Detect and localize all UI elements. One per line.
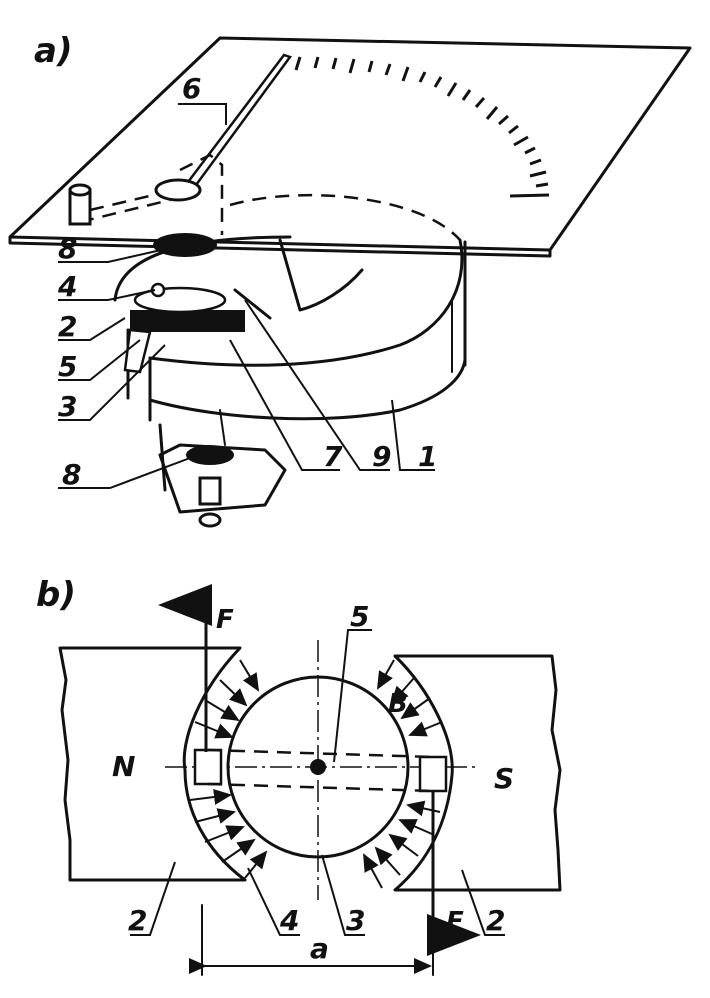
- force-label-bottom: F: [446, 907, 464, 937]
- magnetic-circuit: [58, 640, 562, 900]
- callout-b-2-right: 2: [486, 904, 505, 937]
- callout-b-5: 5: [350, 600, 369, 633]
- callout-9: 9: [372, 440, 391, 473]
- callout-b-2-left: 2: [128, 904, 147, 937]
- upper-spring: [153, 233, 217, 257]
- coil-side-left: [193, 748, 223, 786]
- magnet-bottom: [148, 358, 467, 421]
- magnet-hidden-outline: [229, 193, 461, 241]
- scale-ticks: [294, 56, 550, 198]
- callout-8-bottom: 8: [62, 458, 81, 491]
- part-b-label: b): [36, 575, 76, 615]
- coil-side-right: [418, 755, 448, 793]
- callout-1: 1: [418, 440, 437, 473]
- field-arrows: [189, 659, 443, 889]
- scale-plate-edge: [8, 235, 552, 258]
- coil-frame-bottom: [207, 782, 434, 793]
- lower-bracket: [158, 443, 287, 514]
- callout-2: 2: [58, 310, 77, 343]
- force-label-top: F: [216, 605, 234, 635]
- part-a-leaders: [58, 103, 435, 489]
- field-label-B: B: [388, 689, 408, 719]
- callout-3: 3: [58, 390, 77, 423]
- part-a-label: a): [34, 31, 72, 71]
- callout-6: 6: [182, 72, 201, 105]
- dimension-a: [189, 904, 434, 976]
- gap-sector: [278, 238, 364, 312]
- part-b-leaders: [130, 629, 505, 936]
- magnet-top-right: [148, 238, 464, 367]
- callout-b-3: 3: [346, 904, 365, 937]
- core-shoe: [130, 310, 245, 332]
- callout-b-4: 4: [279, 904, 299, 937]
- pole-north-label: N: [112, 750, 135, 783]
- callout-8-top: 8: [58, 232, 77, 265]
- dimension-label-a: a: [310, 932, 329, 965]
- callout-4: 4: [57, 270, 77, 303]
- pointer-needle: [185, 53, 293, 187]
- instrument-assembly: [8, 36, 692, 528]
- upper-pivot: [154, 178, 202, 202]
- callout-5: 5: [58, 350, 77, 383]
- coil-frame-top: [207, 748, 434, 759]
- right-pole-piece: [393, 654, 562, 892]
- lower-spring: [186, 445, 234, 465]
- linkage-hidden: [79, 198, 171, 224]
- callout-7: 7: [323, 440, 343, 473]
- pole-south-label: S: [494, 762, 514, 795]
- axis-pivot: [310, 759, 326, 775]
